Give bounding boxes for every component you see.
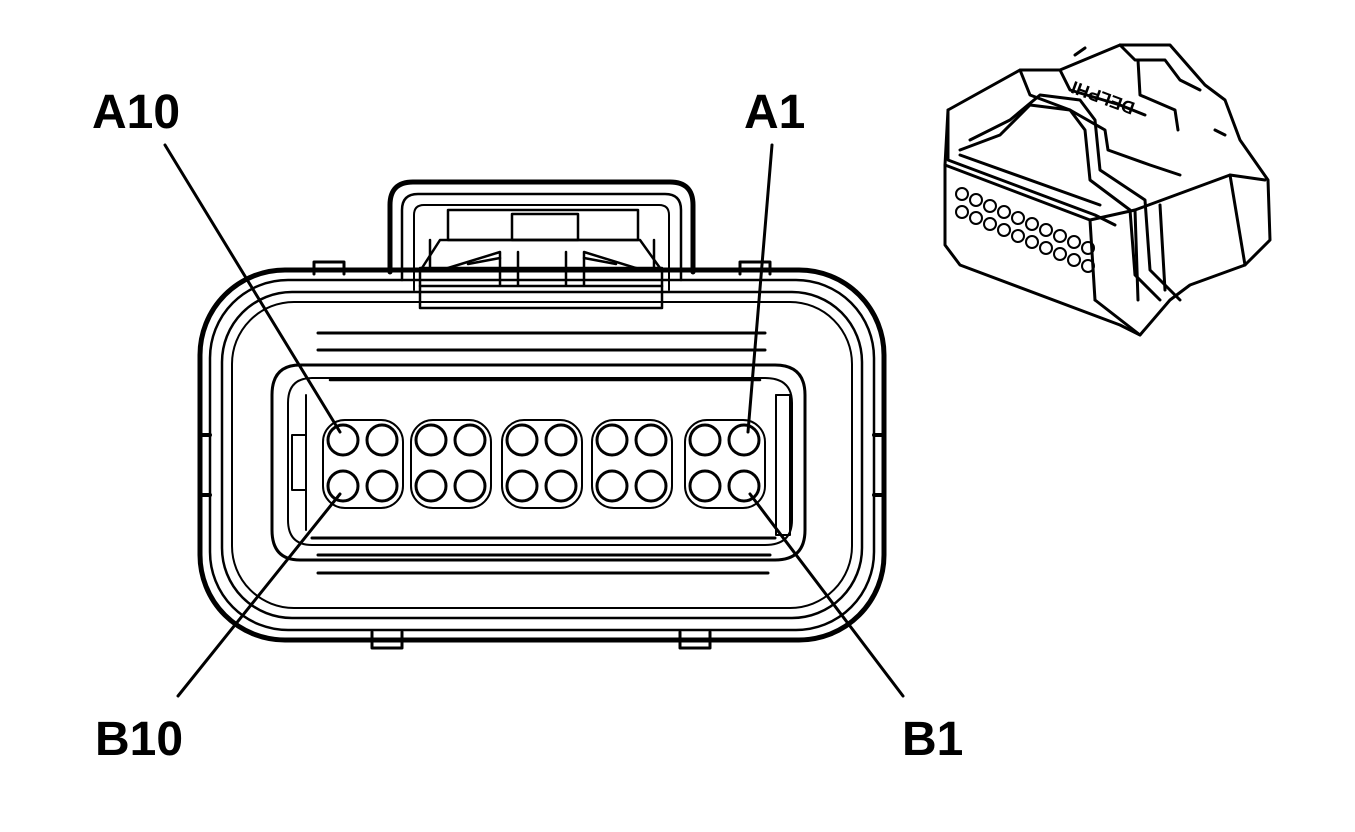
cavity-a10 (326, 423, 360, 457)
left-key (291, 434, 307, 491)
cavity-b10 (326, 469, 360, 503)
cavity-a7 (453, 423, 487, 457)
latch-mechanism (418, 208, 664, 310)
bottom-foot-right (678, 630, 712, 650)
left-side-tab (198, 433, 212, 497)
cavity-b1 (727, 469, 761, 503)
cavity-b7 (453, 469, 487, 503)
row-a-cavities (326, 423, 761, 457)
cavity-frame (270, 363, 807, 562)
row-b-cavities (326, 469, 761, 503)
right-key (775, 394, 791, 536)
connector-body-rim-inner (231, 301, 853, 609)
label-a1: A1 (744, 86, 805, 139)
connector-outer-shell-inner-edge (208, 278, 876, 632)
terminal-cavities (322, 419, 766, 509)
cavity-a1 (727, 423, 761, 457)
cavity-b8 (414, 469, 448, 503)
connector-body-rim (220, 290, 864, 620)
top-bump-right (738, 260, 772, 276)
connector-outer-shell (197, 267, 887, 643)
latch-tower-inner-2 (413, 204, 670, 291)
leader-b10 (176, 492, 342, 698)
leader-b1 (748, 492, 905, 698)
label-b10: B10 (95, 713, 183, 766)
label-a10: A10 (92, 86, 180, 139)
connector-face-view (163, 143, 905, 698)
cavity-b2 (688, 469, 722, 503)
cavity-a2 (688, 423, 722, 457)
cavity-b3 (634, 469, 668, 503)
leader-a10 (163, 143, 342, 434)
cavity-b4 (595, 469, 629, 503)
top-bump-left (312, 260, 346, 276)
label-b1: B1 (902, 713, 963, 766)
cavity-b5 (544, 469, 578, 503)
bottom-foot-left (370, 630, 404, 650)
latch-tower-outer (387, 179, 696, 275)
cavity-frame-inner (287, 377, 793, 546)
connector-isometric-view (943, 43, 1272, 337)
cavity-a8 (414, 423, 448, 457)
cavity-a6 (505, 423, 539, 457)
cavity-a3 (634, 423, 668, 457)
cavity-a4 (595, 423, 629, 457)
leader-a1 (746, 143, 774, 434)
cavity-b9 (365, 469, 399, 503)
cavity-a5 (544, 423, 578, 457)
latch-tower-inner (400, 192, 683, 282)
cavity-b6 (505, 469, 539, 503)
brand-mark: DELPHI (1069, 77, 1138, 118)
cavity-a9 (365, 423, 399, 457)
right-side-tab (872, 433, 886, 497)
